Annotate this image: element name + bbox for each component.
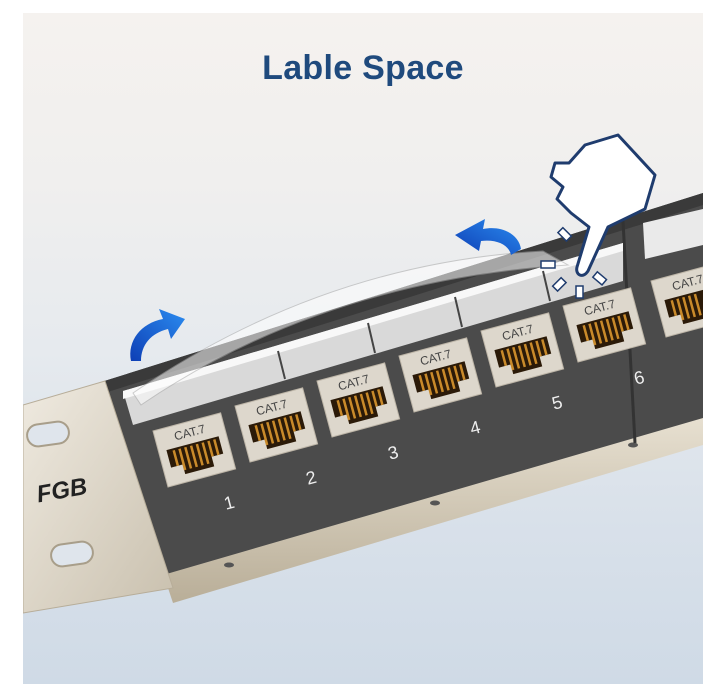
pointing-hand-icon bbox=[540, 133, 657, 299]
port-number: 4 bbox=[468, 417, 483, 439]
arrow-up-right-icon bbox=[130, 309, 185, 361]
port-number: 1 bbox=[222, 492, 237, 514]
page-title: Lable Space bbox=[262, 49, 464, 87]
panel-bottom-lip bbox=[163, 413, 703, 603]
label-strip bbox=[123, 209, 703, 425]
arrow-back-left-icon bbox=[455, 219, 521, 255]
port-1: CAT.7 1 bbox=[152, 412, 237, 514]
port-number: 6 bbox=[632, 367, 647, 389]
port-number: 5 bbox=[550, 392, 565, 414]
port-4: CAT.7 4 bbox=[398, 337, 483, 439]
port-6: CAT.7 6 bbox=[562, 287, 647, 389]
rack-bracket: FGB bbox=[23, 380, 174, 614]
port-5: CAT.7 5 bbox=[480, 312, 565, 414]
product-image-panel: Lable Space bbox=[23, 13, 703, 684]
port-number: 3 bbox=[386, 442, 401, 464]
patch-panel-illustration: FGB CAT.7 1 CAT.7 2 CAT.7 3 CAT.7 bbox=[23, 133, 703, 614]
port-7-partial: CAT.7 bbox=[650, 262, 703, 338]
port-number: 2 bbox=[304, 467, 319, 489]
port-2: CAT.7 2 bbox=[234, 387, 319, 489]
port-3: CAT.7 3 bbox=[316, 362, 401, 464]
